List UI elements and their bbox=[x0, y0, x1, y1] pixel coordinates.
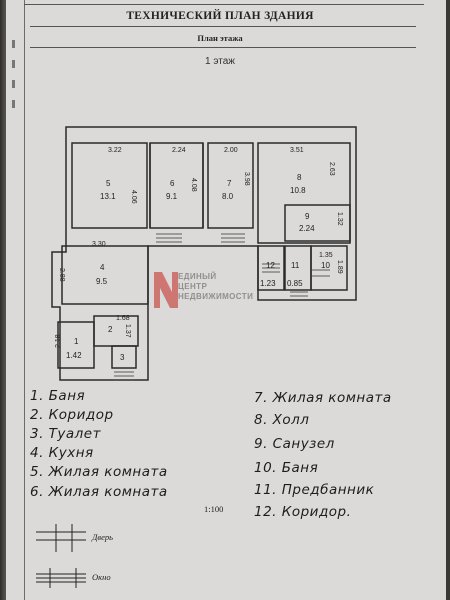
dim-room5-h: 4.06 bbox=[130, 190, 137, 204]
dim-room1-h: 2.18 bbox=[55, 334, 62, 348]
dim-room10-w: 1.35 bbox=[319, 252, 333, 259]
room-1-number: 1 bbox=[74, 337, 79, 346]
plan-sheet bbox=[6, 0, 446, 600]
page-edge bbox=[0, 0, 6, 600]
legend-item: 3. Туалет bbox=[30, 426, 101, 442]
legend-item: 6. Жилая комната bbox=[30, 484, 168, 500]
margin-marks bbox=[12, 40, 15, 120]
room-11-area: 0.85 bbox=[287, 279, 303, 288]
dim-room7-h: 3.98 bbox=[243, 172, 250, 186]
floor-label: 1 этаж bbox=[205, 56, 235, 67]
legend-item: 4. Кухня bbox=[30, 445, 94, 461]
watermark-line1: ЕДИНЫЙ bbox=[178, 272, 217, 281]
room-12-outline bbox=[257, 245, 285, 291]
room-2-number: 2 bbox=[108, 325, 113, 334]
room-5-outline bbox=[71, 142, 148, 229]
dim-room2-w: 1.68 bbox=[116, 315, 130, 322]
dim-room5-w: 3.22 bbox=[108, 147, 122, 154]
door-symbol bbox=[36, 524, 86, 552]
dim-room7-w: 2.00 bbox=[224, 147, 238, 154]
dim-room4-h: 2.88 bbox=[58, 268, 65, 282]
room-8-area: 10.8 bbox=[290, 186, 306, 195]
room-10-number: 10 bbox=[321, 261, 330, 270]
room-6-area: 9.1 bbox=[166, 192, 178, 201]
room-7-outline bbox=[207, 142, 254, 229]
legend-item: 11. Предбанник bbox=[254, 482, 375, 498]
room-4-number: 4 bbox=[100, 263, 105, 272]
room-3-number: 3 bbox=[120, 353, 125, 362]
room-10-outline bbox=[310, 245, 348, 291]
legend-item: 5. Жилая комната bbox=[30, 464, 168, 480]
legend-item: 2. Коридор bbox=[30, 407, 114, 423]
room-6-number: 6 bbox=[170, 179, 175, 188]
plan-scale: 1:100 bbox=[204, 504, 224, 514]
room-9-area: 2.24 bbox=[299, 224, 315, 233]
room-5-area: 13.1 bbox=[100, 192, 116, 201]
header-rule bbox=[30, 26, 416, 27]
door-label: Дверь bbox=[92, 532, 113, 542]
dim-room6-h: 4.08 bbox=[190, 178, 197, 192]
room-9-outline bbox=[284, 204, 351, 242]
legend-item: 9. Санузел bbox=[254, 436, 335, 452]
room-12-number: 12 bbox=[266, 261, 275, 270]
legend-item: 7. Жилая комната bbox=[254, 390, 392, 406]
room-6-outline bbox=[149, 142, 204, 229]
room-5-number: 5 bbox=[106, 179, 111, 188]
legend-item: 8. Холл bbox=[254, 412, 310, 428]
dim-room6-w: 2.24 bbox=[172, 147, 186, 154]
legend-item: 1. Баня bbox=[30, 388, 86, 404]
window-label: Окно bbox=[92, 572, 111, 582]
dim-room4-w: 3.30 bbox=[92, 241, 106, 248]
room-1-area: 1.42 bbox=[66, 351, 82, 360]
agency-logo-icon bbox=[154, 272, 178, 308]
frame-line bbox=[24, 0, 25, 600]
document-title: ТЕХНИЧЕСКИЙ ПЛАН ЗДАНИЯ bbox=[126, 10, 314, 22]
room-8-outline bbox=[257, 142, 351, 244]
watermark-line3: НЕДВИЖИМОСТИ bbox=[178, 292, 254, 301]
room-11-number: 11 bbox=[291, 261, 300, 270]
room-3-outline bbox=[111, 345, 137, 369]
window-symbol bbox=[36, 568, 86, 588]
dim-room9-h: 1.32 bbox=[336, 212, 343, 226]
watermark-line2: ЦЕНТР bbox=[178, 282, 208, 291]
room-8-number: 8 bbox=[297, 173, 302, 182]
room-7-area: 8.0 bbox=[222, 192, 234, 201]
room-4-area: 9.5 bbox=[96, 277, 108, 286]
dim-room8-w: 3.51 bbox=[290, 147, 304, 154]
dim-room10-h: 1.89 bbox=[336, 260, 343, 274]
frame-top bbox=[24, 4, 424, 5]
room-4-outline bbox=[61, 245, 149, 305]
dim-room8-h: 2.63 bbox=[328, 162, 335, 176]
outer-walls bbox=[51, 126, 357, 381]
agency-watermark: ЕДИНЫЙ ЦЕНТР НЕДВИЖИМОСТИ bbox=[178, 272, 253, 302]
legend-item: 10. Баня bbox=[254, 460, 319, 476]
room-legend: 1. Баня 2. Коридор 3. Туалет 4. Кухня 5.… bbox=[30, 388, 430, 528]
legend-item: 12. Коридор. bbox=[254, 504, 352, 520]
document-subtitle: План этажа bbox=[197, 33, 243, 43]
room-9-number: 9 bbox=[305, 212, 310, 221]
dim-room2-h: 1.37 bbox=[124, 324, 131, 338]
room-7-number: 7 bbox=[227, 179, 232, 188]
header-rule bbox=[30, 47, 416, 48]
room-12-area: 1.23 bbox=[260, 279, 276, 288]
